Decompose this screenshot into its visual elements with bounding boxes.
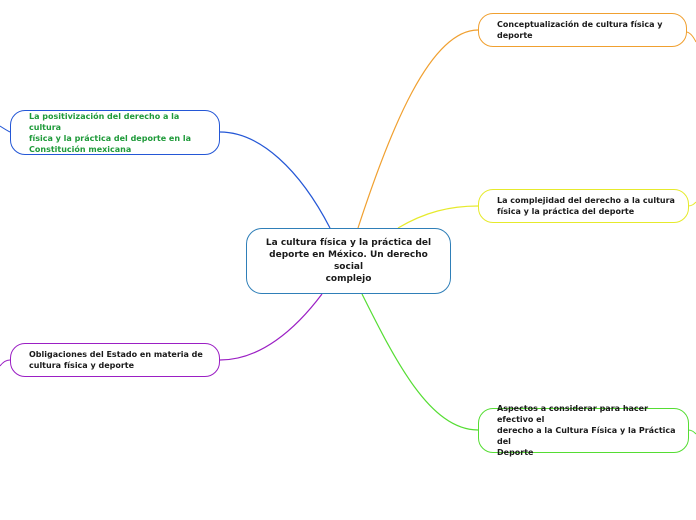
- topic-conceptualizacion[interactable]: Conceptualización de cultura física y de…: [478, 13, 687, 47]
- connector-obligaciones: [219, 293, 323, 361]
- topic-complejidad[interactable]: La complejidad del derecho a la cultura …: [478, 189, 689, 223]
- connector-conceptualizacion: [357, 29, 479, 229]
- stub-positivizacion: [0, 125, 11, 133]
- topic-label: Obligaciones del Estado en materia de cu…: [29, 350, 203, 370]
- connector-aspectos: [361, 293, 479, 431]
- topic-label: Aspectos a considerar para hacer efectiv…: [497, 404, 676, 457]
- topic-obligaciones[interactable]: Obligaciones del Estado en materia de cu…: [10, 343, 220, 377]
- topic-label: La complejidad del derecho a la cultura …: [497, 196, 675, 216]
- central-topic[interactable]: La cultura física y la práctica del depo…: [246, 228, 451, 294]
- connector-positivizacion: [219, 131, 331, 229]
- stub-aspectos: [687, 429, 696, 435]
- topic-label: Conceptualización de cultura física y de…: [497, 20, 663, 40]
- connector-complejidad: [397, 205, 479, 229]
- topic-label: La positivización del derecho a la cultu…: [29, 111, 191, 154]
- topic-aspectos[interactable]: Aspectos a considerar para hacer efectiv…: [478, 404, 689, 457]
- central-topic-label: La cultura física y la práctica del depo…: [265, 238, 432, 284]
- stub-conceptualizacion: [685, 31, 696, 43]
- stub-complejidad: [687, 201, 696, 207]
- topic-positivizacion[interactable]: La positivización del derecho a la cultu…: [10, 110, 220, 155]
- stub-obligaciones: [0, 359, 11, 367]
